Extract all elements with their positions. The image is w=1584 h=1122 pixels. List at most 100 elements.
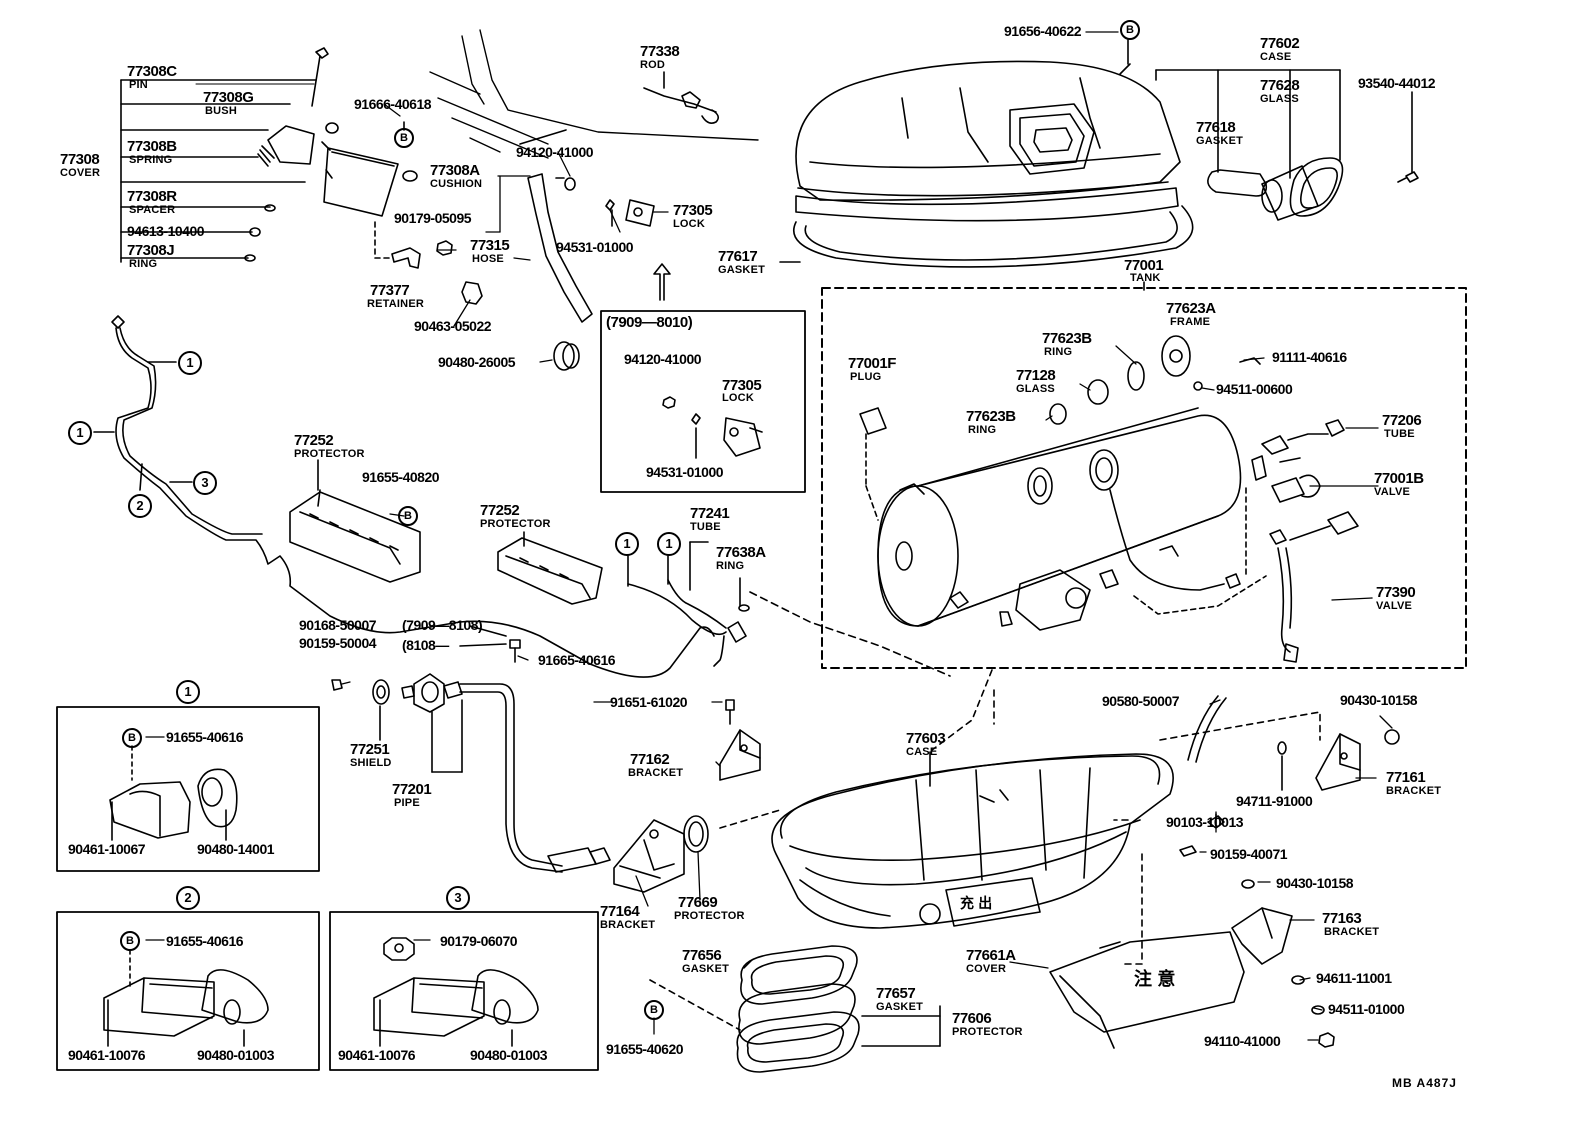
label-77623a: 77623A	[1166, 300, 1216, 317]
name-77001: TANK	[1130, 272, 1161, 284]
bracket-drawing	[614, 696, 1399, 1072]
label-77251: 77251	[350, 741, 390, 758]
marker-1: 1	[657, 532, 681, 556]
cover-assembly-drawing	[121, 48, 482, 304]
name-77669: PROTECTOR	[674, 910, 745, 922]
label-77315: 77315	[470, 237, 510, 254]
name-77618: GASKET	[1196, 135, 1244, 147]
name-77661a: COVER	[966, 963, 1007, 975]
label-77623b1: 77623B	[1042, 330, 1092, 347]
name-77251: SHIELD	[350, 757, 392, 769]
label-77308a: 77308A	[430, 162, 480, 179]
label-77618: 77618	[1196, 119, 1236, 136]
range-90168: (7909—8108)	[402, 617, 483, 633]
label-77377: 77377	[370, 282, 410, 299]
label-77338: 77338	[640, 43, 680, 60]
label-inset1-91655: 91655-40616	[166, 729, 244, 745]
hose-drawing	[520, 130, 670, 370]
rod-drawing	[644, 72, 718, 123]
name-77252a: PROTECTOR	[294, 448, 365, 460]
label-77308r: 77308R	[127, 188, 177, 205]
label-90103: 90103-10013	[1166, 814, 1244, 830]
label-77308b: 77308B	[127, 138, 177, 155]
leader-lines	[146, 32, 1392, 1040]
label-77308c: 77308C	[127, 63, 177, 80]
inset-1-drawing	[57, 707, 319, 871]
label-91651: 91651-61020	[610, 694, 688, 710]
pipe-drawing	[373, 674, 610, 872]
tank-drawing	[822, 282, 1466, 668]
marker-2: 2	[128, 494, 152, 518]
label-inset1-90480: 90480-14001	[197, 841, 275, 857]
label-94531b: 94531-01000	[646, 464, 724, 480]
label-94611: 94611-11001	[1316, 970, 1392, 986]
marker-b: B	[398, 506, 418, 526]
label-90463: 90463-05022	[414, 318, 492, 334]
label-77628: 77628	[1260, 77, 1300, 94]
label-90430a: 90430-10158	[1340, 692, 1418, 708]
label-93540: 93540-44012	[1358, 75, 1436, 91]
name-77308j: RING	[129, 258, 158, 270]
label-77001: 77001	[1124, 257, 1164, 274]
cover-kanji-mark: 注 意	[1134, 969, 1176, 989]
label-77617: 77617	[718, 248, 758, 265]
name-77305b: LOCK	[722, 392, 754, 404]
marker-3: 3	[193, 471, 217, 495]
label-94511b: 94511-01000	[1328, 1001, 1405, 1017]
marker-1: 1	[68, 421, 92, 445]
name-77638a: RING	[716, 560, 745, 572]
name-77657: GASKET	[876, 1001, 924, 1013]
inset-2-header: 2	[176, 886, 200, 910]
name-77308c: PIN	[129, 79, 148, 91]
name-77164: BRACKET	[600, 919, 656, 931]
label-inset3-90179: 90179-06070	[440, 933, 518, 949]
label-77390: 77390	[1376, 584, 1416, 601]
name-77305a: LOCK	[673, 218, 705, 230]
label-94120a: 94120-41000	[516, 144, 594, 160]
label-77305b: 77305	[722, 377, 762, 394]
label-90159a: 90159-50004	[299, 635, 377, 651]
label-77602: 77602	[1260, 35, 1300, 52]
marker-1: 1	[615, 532, 639, 556]
name-77602: CASE	[1260, 51, 1292, 63]
name-77308r: SPACER	[129, 204, 176, 216]
label-90168: 90168-50007	[299, 617, 377, 633]
label-94613: 94613-10400	[127, 223, 205, 239]
name-77162: BRACKET	[628, 767, 684, 779]
name-77390: VALVE	[1376, 600, 1413, 612]
name-77201: PIPE	[394, 797, 420, 809]
label-91665: 91665-40616	[538, 652, 616, 668]
vehicle-body-outline	[430, 30, 758, 158]
name-77623b1: RING	[1044, 346, 1073, 358]
label-inset2-90461: 90461-10076	[68, 1047, 146, 1063]
name-77603: CASE	[906, 746, 938, 758]
name-77001f: PLUG	[850, 371, 882, 383]
label-77603: 77603	[906, 730, 946, 747]
name-77001b: VALVE	[1374, 486, 1411, 498]
inset-1-header: 1	[176, 680, 200, 704]
name-77606: PROTECTOR	[952, 1026, 1023, 1038]
label-77163: 77163	[1322, 910, 1362, 927]
label-inset2-90480: 90480-01003	[197, 1047, 275, 1063]
label-inset2-91655: 91655-40616	[166, 933, 244, 949]
name-77617: GASKET	[718, 264, 766, 276]
label-90159b: 90159-40071	[1210, 846, 1288, 862]
label-77305a: 77305	[673, 202, 713, 219]
name-77161: BRACKET	[1386, 785, 1442, 797]
label-94110: 94110-41000	[1204, 1033, 1281, 1049]
label-77201: 77201	[392, 781, 432, 798]
label-77308: 77308	[60, 151, 100, 168]
label-77001f: 77001F	[848, 355, 896, 372]
name-77623b2: RING	[968, 424, 997, 436]
label-90430b: 90430-10158	[1276, 875, 1354, 891]
label-77128: 77128	[1016, 367, 1056, 384]
name-77377: RETAINER	[367, 298, 425, 310]
name-77241: TUBE	[690, 521, 721, 533]
lower-case-drawing	[720, 670, 1320, 964]
marker-b: B	[394, 128, 414, 148]
label-77656: 77656	[682, 947, 722, 964]
name-77315: HOSE	[472, 253, 504, 265]
label-91666: 91666-40618	[354, 96, 432, 112]
name-77163: BRACKET	[1324, 926, 1380, 938]
label-77206: 77206	[1382, 412, 1422, 429]
